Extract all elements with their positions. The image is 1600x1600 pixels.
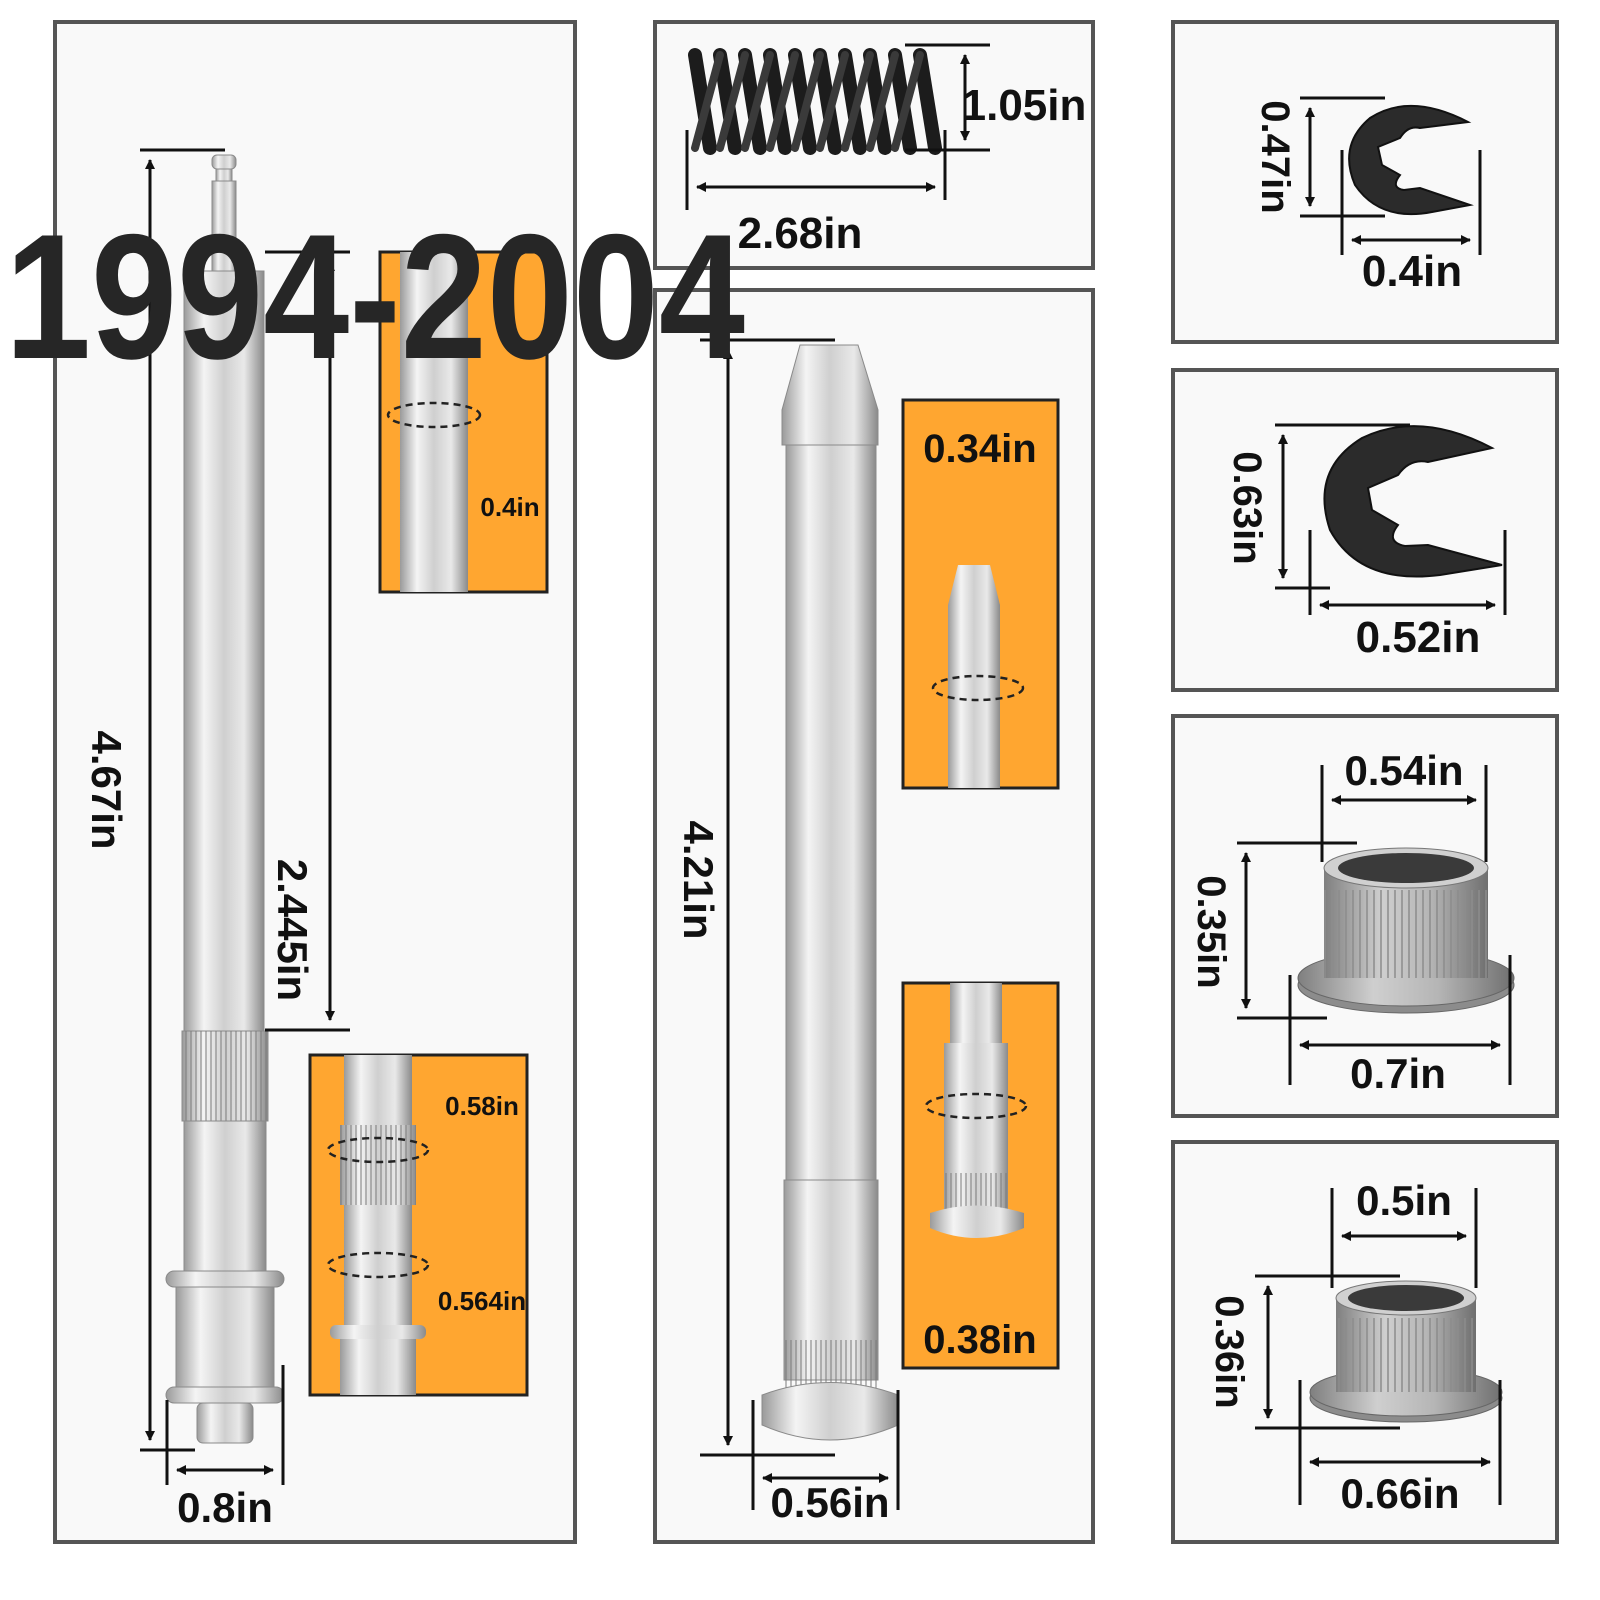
- rotation-indicator-icon: [326, 1136, 430, 1164]
- large-clip-height-label: 0.63in: [1225, 451, 1269, 564]
- small-bushing: [1309, 1280, 1503, 1423]
- dimension-short-pin-length: 4.21in: [675, 338, 835, 1457]
- detail-long-pin-top: 0.4in: [378, 250, 549, 594]
- dimension-long-pin-base: 0.8in: [165, 1365, 285, 1531]
- dimension-long-pin-length: 4.67in: [83, 148, 225, 1452]
- short-pin-length-label: 4.21in: [675, 820, 722, 939]
- large-e-clip: [1323, 425, 1503, 578]
- dimension-small-clip-height: 0.47in: [1253, 96, 1385, 218]
- coil-spring: [688, 48, 942, 155]
- dimension-small-bushing-height: 0.36in: [1207, 1274, 1400, 1430]
- dimension-large-clip-width: 0.52in: [1308, 530, 1507, 662]
- panel-small-e-clip: 0.47in 0.4in: [1171, 20, 1559, 344]
- spring-diameter-label: 1.05in: [962, 81, 1087, 130]
- panel-small-bushing: 0.5in 0.36in 0.66in: [1171, 1140, 1559, 1544]
- year-range-title: 1994-2004: [5, 197, 745, 396]
- short-hinge-pin: [761, 344, 899, 1441]
- large-bushing-flange-label: 0.7in: [1350, 1050, 1446, 1097]
- dimension-spring-diameter: 1.05in: [905, 43, 1087, 152]
- detail-short-pin-top: 0.34in: [901, 398, 1060, 790]
- detail-top-diameter-label: 0.4in: [480, 492, 539, 522]
- small-bushing-flange-label: 0.66in: [1340, 1470, 1459, 1517]
- rotation-indicator-icon: [386, 401, 482, 429]
- rotation-indicator-icon: [924, 1092, 1028, 1120]
- dimension-short-pin-base: 0.56in: [751, 1390, 900, 1526]
- dimension-long-pin-upper: 2.445in: [265, 250, 350, 1032]
- large-bushing: [1297, 847, 1515, 1014]
- small-bushing-height-label: 0.36in: [1207, 1295, 1251, 1408]
- spring-length-label: 2.68in: [738, 209, 863, 258]
- dimension-small-clip-width: 0.4in: [1340, 150, 1482, 296]
- dimension-large-bushing-flange: 0.7in: [1288, 955, 1512, 1097]
- detail-short-pin-bottom: 0.38in: [901, 981, 1060, 1370]
- detail-knurl-diameter-label: 0.58in: [445, 1091, 519, 1121]
- detail-short-bottom-diameter-label: 0.38in: [923, 1318, 1036, 1362]
- small-clip-width-label: 0.4in: [1362, 247, 1462, 296]
- small-e-clip: [1348, 104, 1474, 216]
- dimension-large-clip-height: 0.63in: [1225, 423, 1410, 590]
- dimension-small-bushing-flange: 0.66in: [1298, 1380, 1502, 1517]
- panel-short-hinge-pin: 4.21in 0.56in 0.34in 0.38in: [653, 288, 1095, 1544]
- rotation-indicator-icon: [931, 674, 1025, 702]
- panel-large-bushing: 0.54in 0.35in 0.7in: [1171, 714, 1559, 1118]
- panel-long-hinge-pin: 4.67in 2.445in 0.8in 0.4in: [53, 20, 577, 1544]
- large-clip-width-label: 0.52in: [1356, 613, 1481, 662]
- long-pin-base-label: 0.8in: [177, 1484, 273, 1531]
- detail-long-pin-bottom: 0.58in 0.564in: [308, 1053, 529, 1397]
- large-bushing-height-label: 0.35in: [1189, 875, 1233, 988]
- long-hinge-pin: [165, 154, 285, 1444]
- rotation-indicator-icon: [326, 1251, 430, 1279]
- dimension-spring-length: 2.68in: [685, 130, 947, 258]
- short-pin-base-label: 0.56in: [770, 1479, 889, 1526]
- long-pin-length-label: 4.67in: [83, 730, 130, 849]
- large-bushing-inner-label: 0.54in: [1344, 747, 1463, 794]
- dimension-large-bushing-height: 0.35in: [1189, 841, 1357, 1020]
- dimension-small-bushing-inner: 0.5in: [1330, 1177, 1478, 1288]
- small-clip-height-label: 0.47in: [1253, 100, 1297, 213]
- panel-spring: 1.05in 2.68in: [653, 20, 1095, 270]
- detail-lower-diameter-label: 0.564in: [438, 1286, 526, 1316]
- dimension-large-bushing-inner: 0.54in: [1320, 747, 1488, 862]
- detail-short-top-diameter-label: 0.34in: [923, 427, 1036, 471]
- panel-large-e-clip: 0.63in 0.52in: [1171, 368, 1559, 692]
- long-pin-upper-label: 2.445in: [269, 859, 316, 1001]
- small-bushing-inner-label: 0.5in: [1356, 1177, 1452, 1224]
